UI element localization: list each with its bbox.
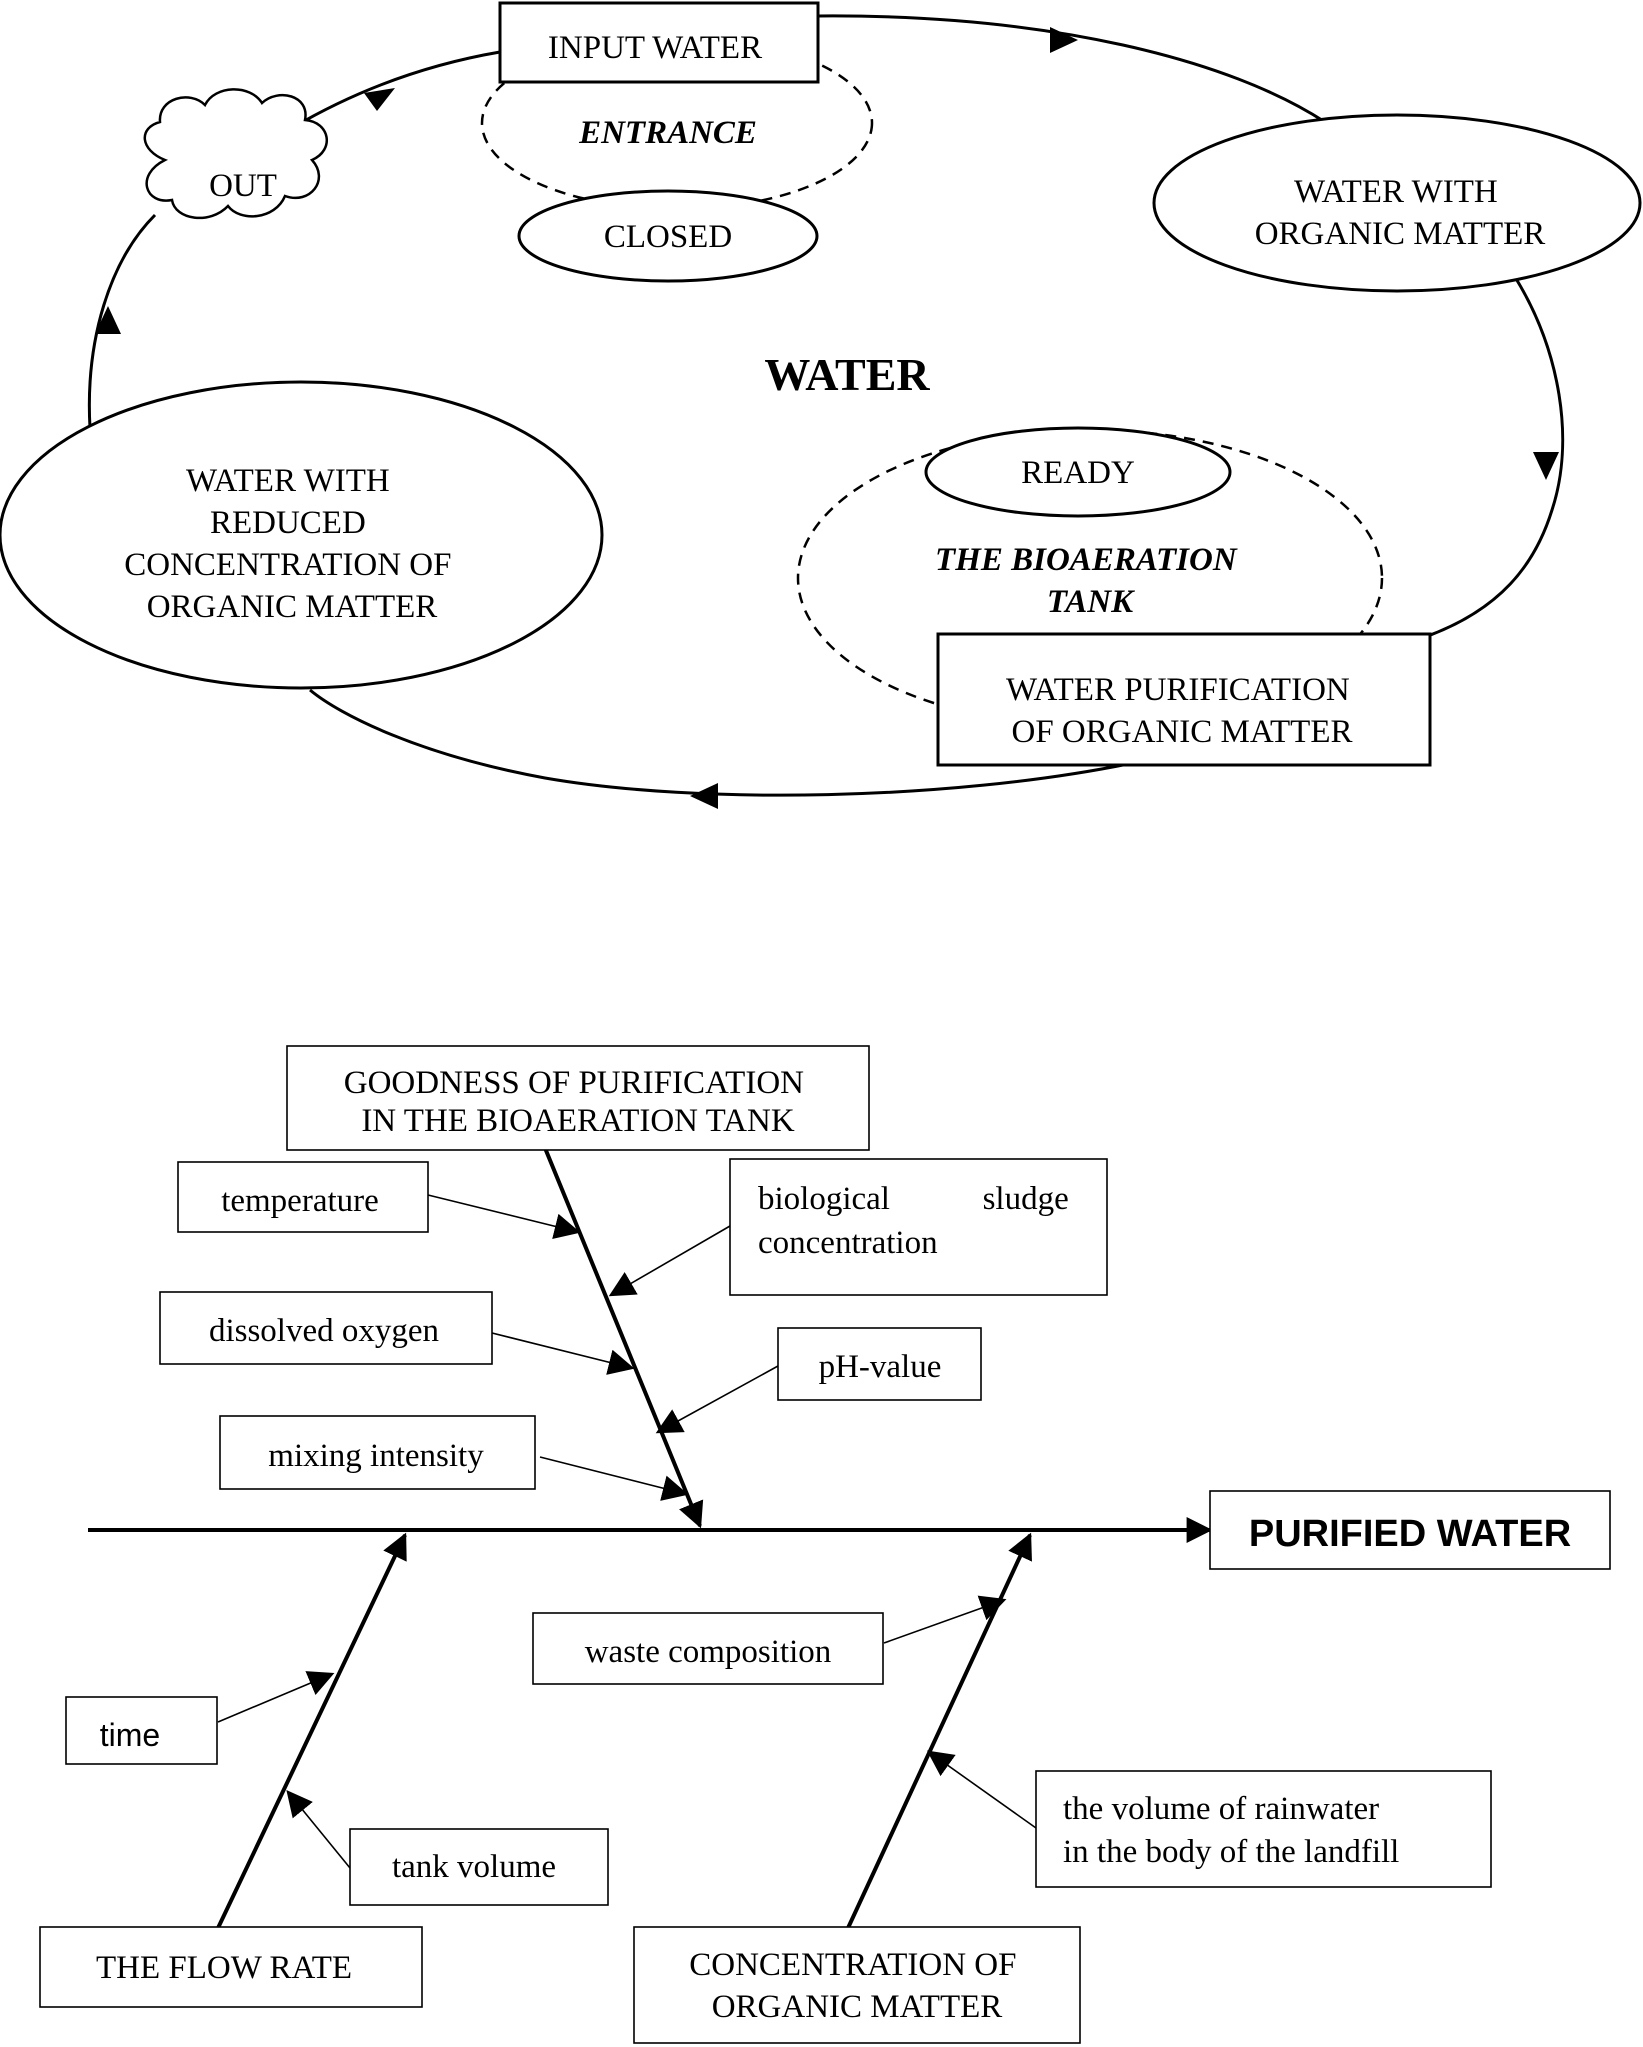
arc-tank-to-reduced: [309, 688, 1129, 797]
arrow-mixing: [539, 1456, 689, 1501]
bone-concentration: [846, 1532, 1032, 1929]
concentration-label: CONCENTRATION OF ORGANIC MATTER: [689, 1947, 1025, 2025]
time-box: [65, 1696, 218, 1765]
tank-volume-box: [349, 1828, 609, 1906]
ph-value-box: [777, 1327, 982, 1401]
arc-organic-to-tank: [1424, 276, 1565, 639]
arc-out-to-input: [291, 50, 501, 130]
goodness-label: GOODNESS OF PURIFICATION IN THE BIOAERAT…: [344, 1065, 812, 1139]
water-purification-label: WATER PURIFICATION OF ORGANIC MATTER: [1006, 672, 1358, 750]
ready-ellipse: [924, 426, 1232, 518]
water-cycle-diagram: ENTRANCE INPUT WATER CLOSED OUT WATER WI…: [0, 1, 1642, 809]
mixing-intensity-box: [219, 1415, 536, 1490]
bone-goodness: [543, 1147, 704, 1529]
arrow-waste: [883, 1595, 1007, 1644]
concentration-box: [633, 1926, 1081, 2044]
arc-input-to-organic: [817, 14, 1326, 124]
cycle-arrowheads: [95, 27, 1559, 809]
input-water-box: [498, 1, 820, 84]
tank-volume-label: tank volume: [392, 1849, 556, 1885]
ph-value-label: pH-value: [819, 1349, 942, 1385]
arrow-tank-volume: [286, 1789, 351, 1869]
ready-label: READY: [1021, 455, 1135, 491]
time-label: time: [100, 1717, 160, 1753]
purified-water-box: [1209, 1490, 1611, 1570]
arrow-temperature: [427, 1194, 581, 1240]
rainwater-box: [1035, 1770, 1492, 1888]
goodness-box: [286, 1045, 870, 1151]
dissolved-oxygen-box: [159, 1291, 493, 1365]
waste-composition-label: waste composition: [585, 1634, 832, 1670]
reduced-concentration-label: WATER WITH REDUCED CONCENTRATION OF ORGA…: [124, 463, 460, 625]
out-label: OUT: [209, 168, 277, 204]
arrowhead-bottom: [690, 783, 718, 809]
center-water-label: WATER: [764, 349, 930, 400]
fishbone-diagram: GOODNESS OF PURIFICATION IN THE BIOAERAT…: [39, 1045, 1611, 2044]
entrance-label: ENTRANCE: [578, 115, 757, 151]
cycle-arrows: [87, 14, 1565, 797]
arrow-time: [217, 1671, 335, 1723]
arrow-dissolved-oxygen: [487, 1331, 635, 1375]
bioaeration-tank-label: THE BIOAERATION TANK: [935, 542, 1245, 620]
reduced-concentration-ellipse: [0, 380, 604, 690]
water-with-organic-matter-ellipse: [1152, 113, 1642, 293]
purified-water-label: PURIFIED WATER: [1249, 1513, 1571, 1555]
cause-arrows: [217, 1194, 1037, 1869]
closed-label: CLOSED: [604, 219, 732, 255]
waste-composition-box: [532, 1612, 884, 1685]
water-purification-box: [936, 632, 1432, 767]
arrowhead-right: [1533, 452, 1559, 480]
dissolved-oxygen-label: dissolved oxygen: [209, 1313, 439, 1349]
temperature-box: [177, 1161, 429, 1233]
biological-sludge-box: [729, 1158, 1108, 1296]
arc-reduced-to-out: [87, 213, 157, 429]
arrow-ph: [655, 1365, 779, 1434]
rainwater-label: the volume of rainwater in the body of t…: [1063, 1791, 1399, 1870]
flow-rate-box: [39, 1926, 423, 2008]
water-with-organic-matter-label: WATER WITH ORGANIC MATTER: [1255, 174, 1546, 252]
temperature-label: temperature: [221, 1183, 379, 1219]
arrowhead-upper-left: [364, 88, 395, 111]
arrow-rainwater: [926, 1750, 1037, 1829]
bone-flow-rate: [216, 1532, 407, 1929]
input-water-label: INPUT WATER: [548, 30, 762, 66]
arrowhead-left: [95, 306, 121, 334]
arrow-sludge: [608, 1225, 731, 1297]
mixing-intensity-label: mixing intensity: [268, 1438, 484, 1474]
flow-rate-label: THE FLOW RATE: [96, 1950, 352, 1986]
out-cloud: [143, 88, 329, 220]
biological-sludge-label: biological sludge concentration: [758, 1181, 1077, 1261]
closed-ellipse: [517, 189, 819, 283]
arrowhead-top: [1050, 27, 1078, 53]
